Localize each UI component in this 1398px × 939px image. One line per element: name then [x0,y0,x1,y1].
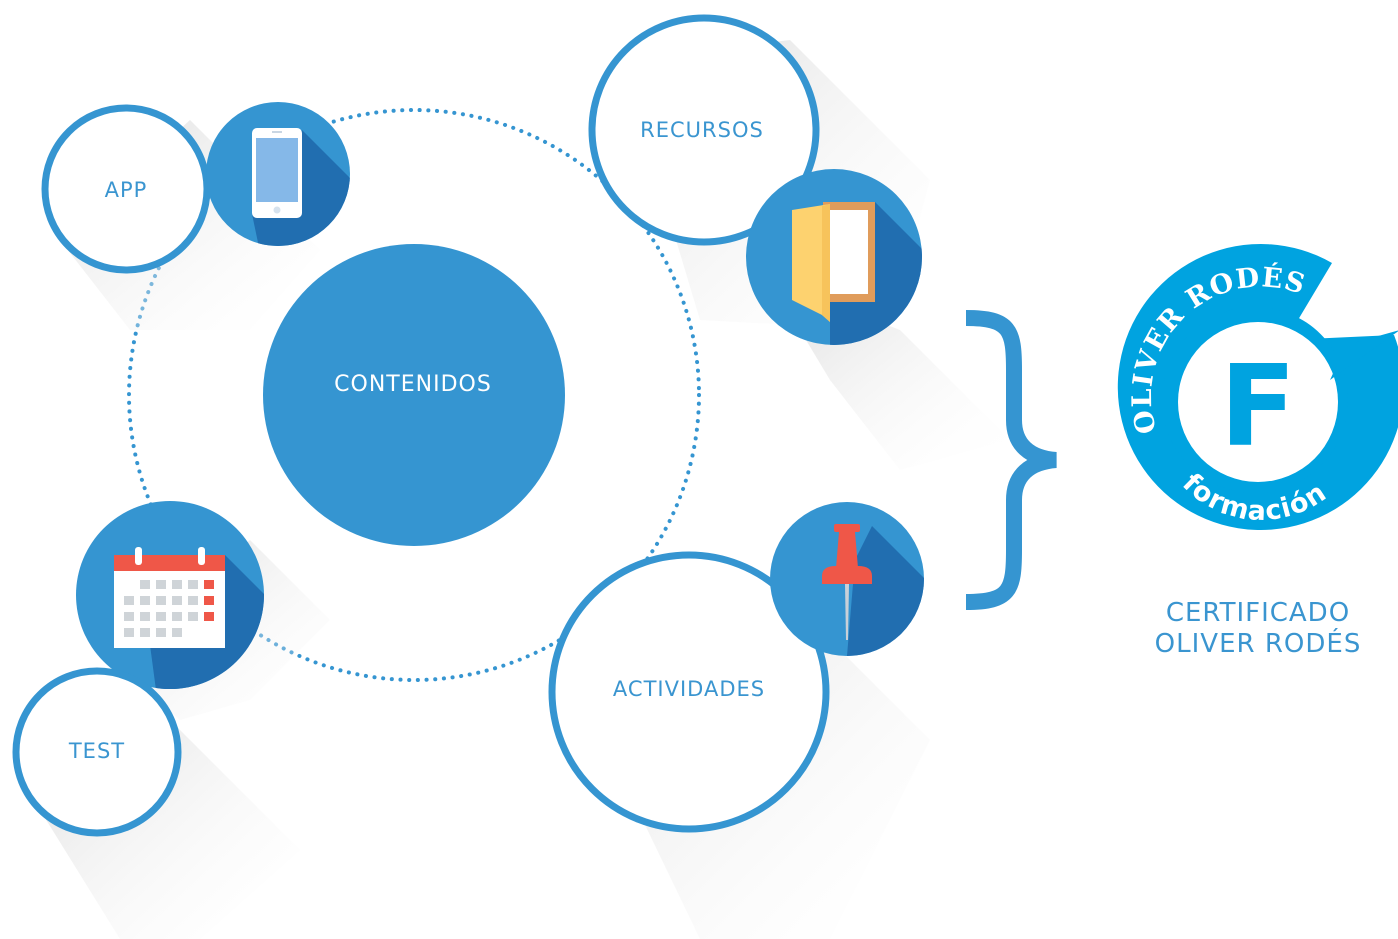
orbit-ring [127,108,701,682]
contenidos-label: CONTENIDOS [334,372,492,397]
contenidos-circle [263,244,565,546]
certificate-caption: CERTIFICADO OLIVER RODÉS [1126,598,1390,660]
app-circle [41,104,211,274]
recursos-circle [588,14,820,246]
recursos-label: RECURSOS [640,118,764,142]
app-label: APP [104,178,148,202]
test-label: TEST [68,739,126,763]
oliver-rodes-logo: OLIVER RODÉS formación F [1117,244,1398,531]
pushpin-icon [770,502,924,656]
actividades-label: ACTIVIDADES [612,677,766,701]
certificate-line-2: OLIVER RODÉS [1154,629,1362,659]
logo-letter: F [1220,342,1297,472]
test-circle [12,667,182,837]
certificate-line-1: CERTIFICADO [1165,598,1351,628]
actividades-circle [548,551,830,833]
curly-brace [965,310,1057,610]
smartphone-icon [206,102,350,246]
folder-icon [746,169,922,345]
